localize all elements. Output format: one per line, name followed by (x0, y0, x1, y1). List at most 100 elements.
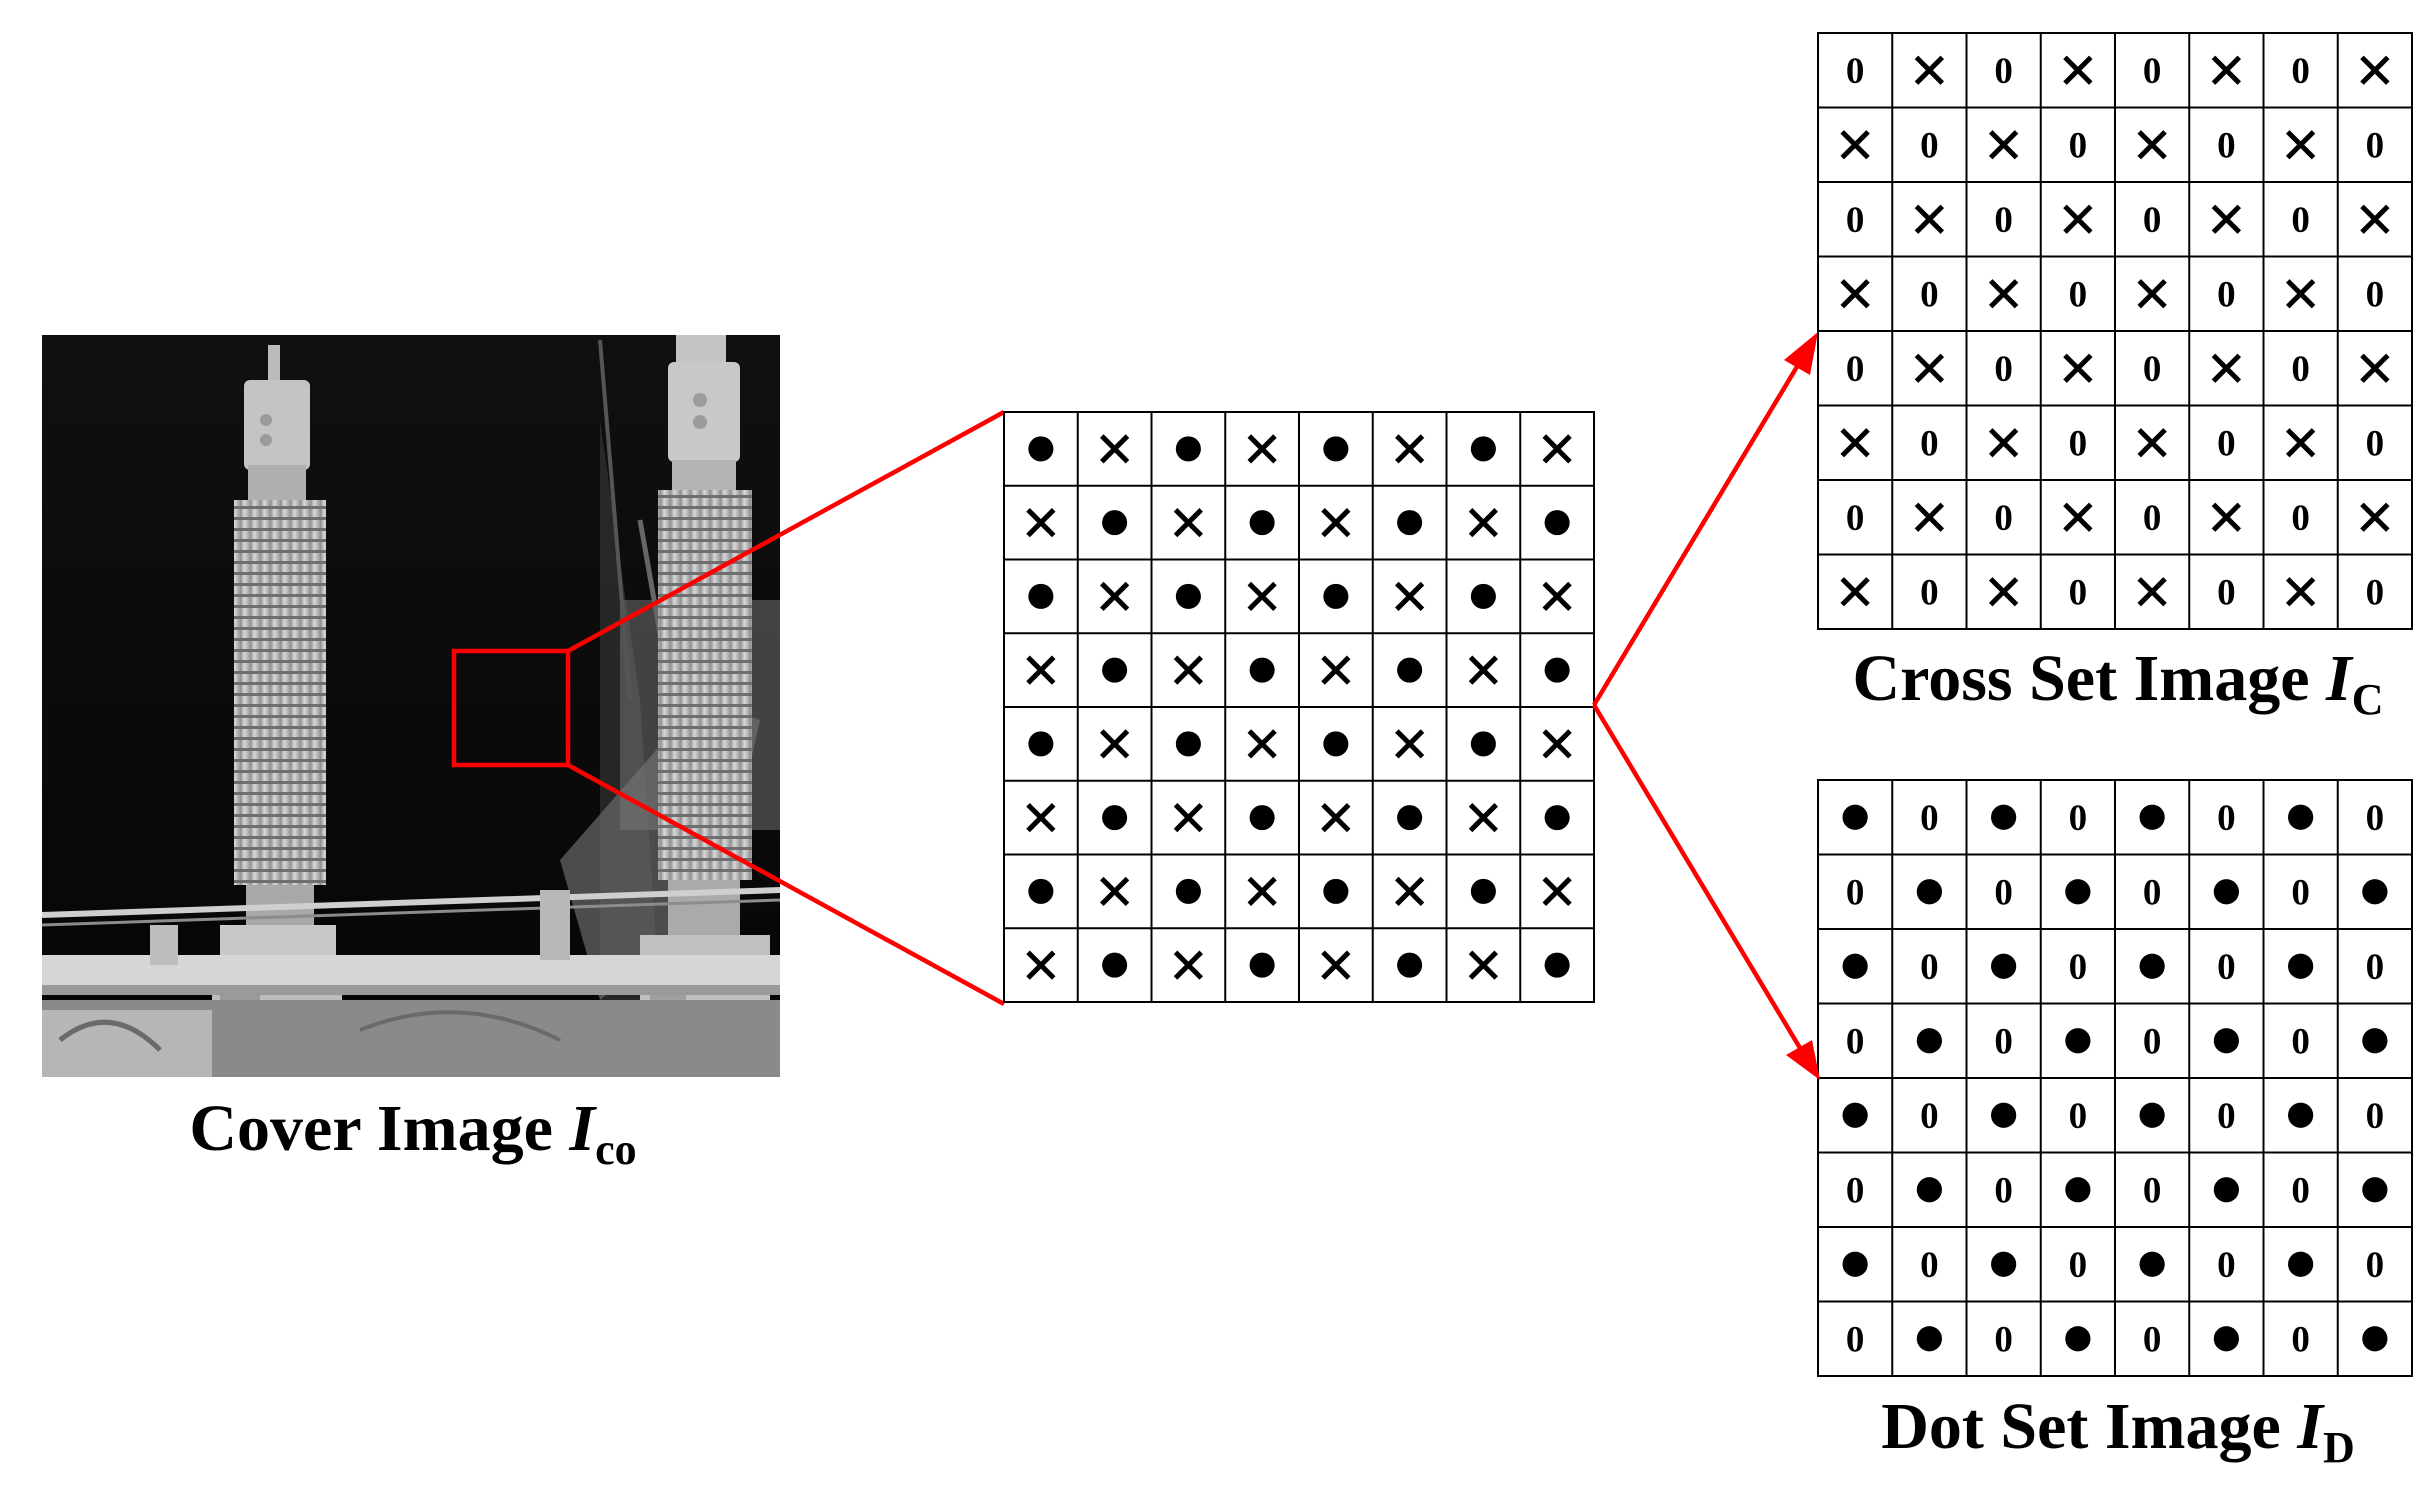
dot-mark (2065, 1326, 2091, 1352)
cross-mark (1395, 581, 1425, 611)
dot-mark (1397, 952, 1423, 978)
dot-mark (1397, 657, 1423, 683)
dot-mark (2139, 804, 2165, 830)
dot-set-caption: Dot Set Image ID (1881, 1390, 2355, 1472)
cross-mark (2137, 130, 2167, 160)
dot-mark (2288, 1102, 2314, 1128)
dot-mark (2139, 1251, 2165, 1277)
cross-mark (1247, 729, 1277, 759)
dot-mark (1544, 657, 1570, 683)
cross-mark (1173, 655, 1203, 685)
zero-label: 0 (1920, 798, 1939, 839)
zero-label: 0 (1846, 872, 1865, 913)
dot-mark (1028, 878, 1054, 904)
cross-mark (2211, 204, 2242, 234)
cross-mark (1914, 353, 1945, 383)
dot-mark (1397, 805, 1423, 831)
dot-mark (1175, 731, 1201, 757)
zero-label: 0 (2143, 200, 2162, 241)
zero-label: 0 (1846, 200, 1865, 241)
dot-mark (1470, 878, 1496, 904)
dot-mark (1102, 510, 1128, 536)
dot-mark (1916, 1177, 1942, 1203)
dot-mark (2362, 1177, 2388, 1203)
zero-label: 0 (2069, 572, 2088, 613)
cross-mark (2360, 353, 2390, 383)
zero-label: 0 (2366, 1245, 2385, 1286)
cross-mark (2063, 353, 2093, 383)
dot-mark (1544, 805, 1570, 831)
zero-label: 0 (2143, 872, 2162, 913)
cross-mark (1468, 655, 1498, 685)
zero-label: 0 (2069, 1096, 2088, 1137)
zero-label: 0 (1846, 1319, 1865, 1360)
zero-label: 0 (2366, 947, 2385, 988)
zero-label: 0 (2291, 498, 2310, 539)
cross-mark (2360, 204, 2390, 234)
cross-mark (1542, 434, 1572, 464)
dot-mark (1842, 804, 1868, 830)
dot-mark (1323, 878, 1349, 904)
cross-mark (2063, 55, 2093, 85)
cross-mark (1840, 428, 1870, 458)
dot-mark (2288, 804, 2314, 830)
zero-label: 0 (2291, 1319, 2310, 1360)
dot-mark (2288, 1251, 2314, 1277)
dot-mark (1175, 583, 1201, 609)
dot-mark (1991, 1251, 2017, 1277)
zero-label: 0 (2143, 1021, 2162, 1062)
cross-mark (2360, 55, 2390, 85)
cross-mark (2137, 279, 2167, 309)
cross-mark (1026, 950, 1056, 980)
cover-image-photo (42, 335, 780, 1077)
zero-label: 0 (1994, 872, 2013, 913)
zero-label: 0 (2366, 274, 2385, 315)
cross-mark (1173, 950, 1203, 980)
cross-mark (1321, 508, 1351, 538)
dot-mark (2213, 1177, 2239, 1203)
dot-mark (2362, 1028, 2388, 1054)
cross-mark (1840, 130, 1870, 160)
zero-label: 0 (2143, 1170, 2162, 1211)
dot-mark (1470, 731, 1496, 757)
arrow-to-cross-set (1592, 332, 1818, 707)
zero-label: 0 (1920, 125, 1939, 166)
zero-label: 0 (1994, 1021, 2013, 1062)
dot-mark (1397, 510, 1423, 536)
dot-mark (2139, 1102, 2165, 1128)
cross-mark (1988, 428, 2019, 458)
cross-mark (1026, 655, 1056, 685)
cross-mark (1914, 502, 1945, 532)
dot-mark (1102, 657, 1128, 683)
zero-label: 0 (2366, 125, 2385, 166)
zero-label: 0 (2143, 51, 2162, 92)
cross-mark (2211, 353, 2242, 383)
cross-mark (1988, 577, 2019, 607)
arrow-to-dot-set (1592, 703, 1820, 1080)
dot-mark (1028, 436, 1054, 462)
cross-mark (1840, 279, 1870, 309)
cross-mark (1321, 950, 1351, 980)
cross-mark (1395, 729, 1425, 759)
zero-label: 0 (2366, 572, 2385, 613)
cross-mark (1840, 577, 1870, 607)
zero-label: 0 (1846, 498, 1865, 539)
cross-mark (1321, 803, 1351, 833)
dot-mark (1842, 1102, 1868, 1128)
cross-mark (1100, 434, 1130, 464)
zero-label: 0 (2069, 125, 2088, 166)
zero-label: 0 (1920, 1245, 1939, 1286)
zero-label: 0 (1994, 200, 2013, 241)
zero-label: 0 (1994, 498, 2013, 539)
cross-mark (1026, 508, 1056, 538)
dot-mark (1102, 805, 1128, 831)
zero-label: 0 (1846, 349, 1865, 390)
dot-mark (2065, 879, 2091, 905)
dot-mark (2288, 953, 2314, 979)
dot-mark (1028, 583, 1054, 609)
cross-mark (1542, 876, 1572, 906)
zero-label: 0 (2217, 1245, 2236, 1286)
zero-label: 0 (1994, 349, 2013, 390)
